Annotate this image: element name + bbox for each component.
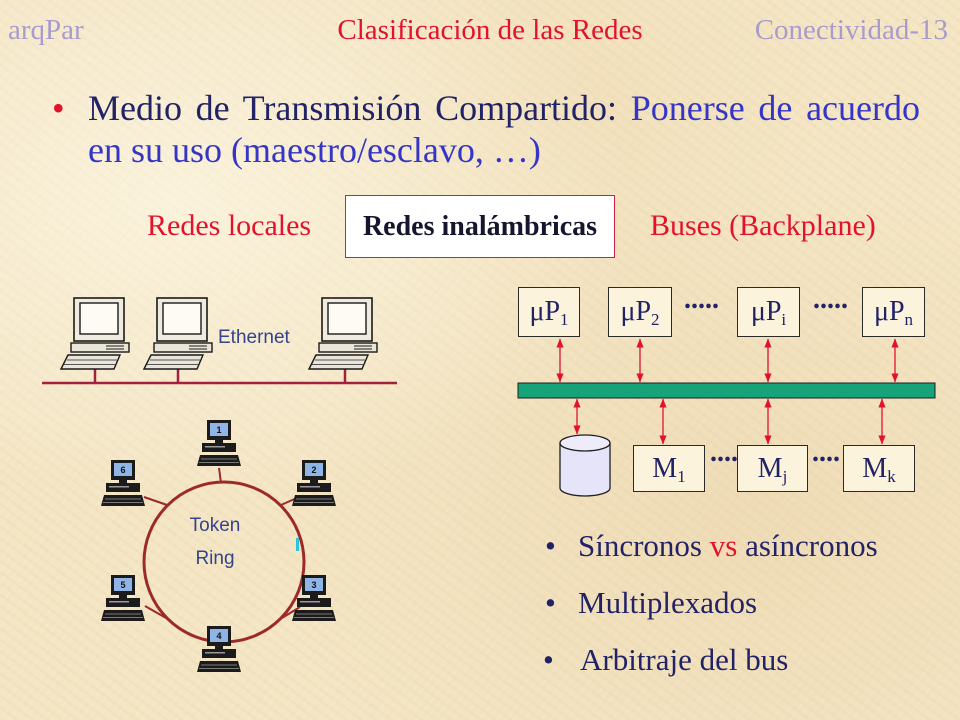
bus-topic-sync: Síncronos vs asíncronos (578, 528, 878, 564)
page-title: Clasificación de las Redes (337, 14, 643, 46)
node-number: 6 (120, 465, 125, 475)
token-ring-diagram: 1 2 3 4 5 6 (101, 420, 336, 673)
category-wireless-networks: Redes inalámbricas (345, 195, 615, 258)
bus-topic-vs: vs (709, 528, 738, 563)
memory-ellipsis: .... (710, 437, 738, 468)
memory-index: j (782, 467, 788, 486)
memory-ellipsis: .... (812, 437, 840, 468)
processor-index: 1 (560, 310, 569, 329)
category-local-networks: Redes locales (147, 209, 312, 242)
ethernet-label: Ethernet (218, 327, 290, 348)
bullet-marker: • (543, 642, 554, 677)
ring-link (218, 467, 222, 484)
token-ring-label-bottom: Ring (195, 548, 235, 569)
ring-link (143, 496, 168, 506)
node-number: 5 (120, 580, 125, 590)
intro-lead: Medio de Transmisión Compartido: (88, 88, 618, 128)
processor-index: n (904, 310, 914, 329)
node-number: 4 (216, 631, 221, 641)
bus-topic-sync-a: Síncronos (578, 528, 702, 563)
slide-number-label: Conectividad-13 (754, 14, 948, 46)
desktop-computer-icon (308, 297, 378, 370)
processor-ellipsis: ..... (813, 284, 848, 315)
token-ring-node-6: 6 (101, 460, 145, 507)
disk-cylinder-icon (559, 434, 611, 497)
course-label: arqPar (8, 14, 84, 46)
memory-symbol: M (757, 453, 783, 484)
token-ring-node-4: 4 (197, 626, 241, 673)
processor-ellipsis: ..... (684, 284, 719, 315)
processor-box-1: μP1 (518, 287, 580, 337)
memory-box-j: Mj (737, 445, 808, 492)
processor-symbol: μP (873, 296, 905, 327)
category-buses: Buses (Backplane) (650, 209, 876, 242)
intro-line-2: en su uso (maestro/esclavo, …) (88, 130, 541, 170)
bus-topic-sync-b: asíncronos (745, 528, 878, 563)
token-ring-node-3: 3 (292, 575, 336, 622)
token-ring-label-top: Token (189, 515, 241, 536)
processor-box-n: μPn (862, 287, 925, 337)
intro-line-1: Medio de Transmisión Compartido: Ponerse… (88, 88, 920, 128)
node-number: 2 (311, 465, 316, 475)
memory-box-k: Mk (843, 445, 915, 492)
bus-topic-arbitration: Arbitraje del bus (580, 642, 789, 677)
ring-link (281, 606, 301, 619)
token-ring-node-5: 5 (101, 575, 145, 622)
memory-box-1: M1 (633, 445, 705, 492)
bus-diagram (517, 338, 936, 497)
processor-symbol: μP (529, 296, 561, 327)
intro-emphasis: Ponerse de acuerdo (630, 88, 920, 128)
memory-index: 1 (677, 467, 686, 486)
ring-tap-marker (296, 538, 299, 551)
desktop-computer-icon (60, 297, 130, 370)
processor-index: i (781, 310, 787, 329)
processor-index: 2 (651, 310, 660, 329)
node-number: 1 (216, 425, 221, 435)
bus-topic-multiplexed: Multiplexados (578, 585, 758, 620)
backplane-bus-bar (517, 382, 936, 399)
ring-link (144, 605, 167, 619)
processor-box-i: μPi (737, 287, 800, 337)
bullet-marker: • (545, 528, 556, 563)
token-ring-node-1: 1 (197, 420, 241, 467)
token-ring-node-2: 2 (292, 460, 336, 507)
processor-symbol: μP (750, 296, 782, 327)
desktop-computer-icon (143, 297, 213, 370)
memory-symbol: M (652, 453, 678, 484)
memory-symbol: M (862, 453, 888, 484)
processor-symbol: μP (620, 296, 652, 327)
ethernet-diagram (42, 297, 397, 385)
memory-index: k (887, 467, 896, 486)
processor-box-2: μP2 (608, 287, 672, 337)
bullet-marker: • (52, 88, 65, 128)
node-number: 3 (311, 580, 316, 590)
bullet-marker: • (545, 585, 556, 620)
